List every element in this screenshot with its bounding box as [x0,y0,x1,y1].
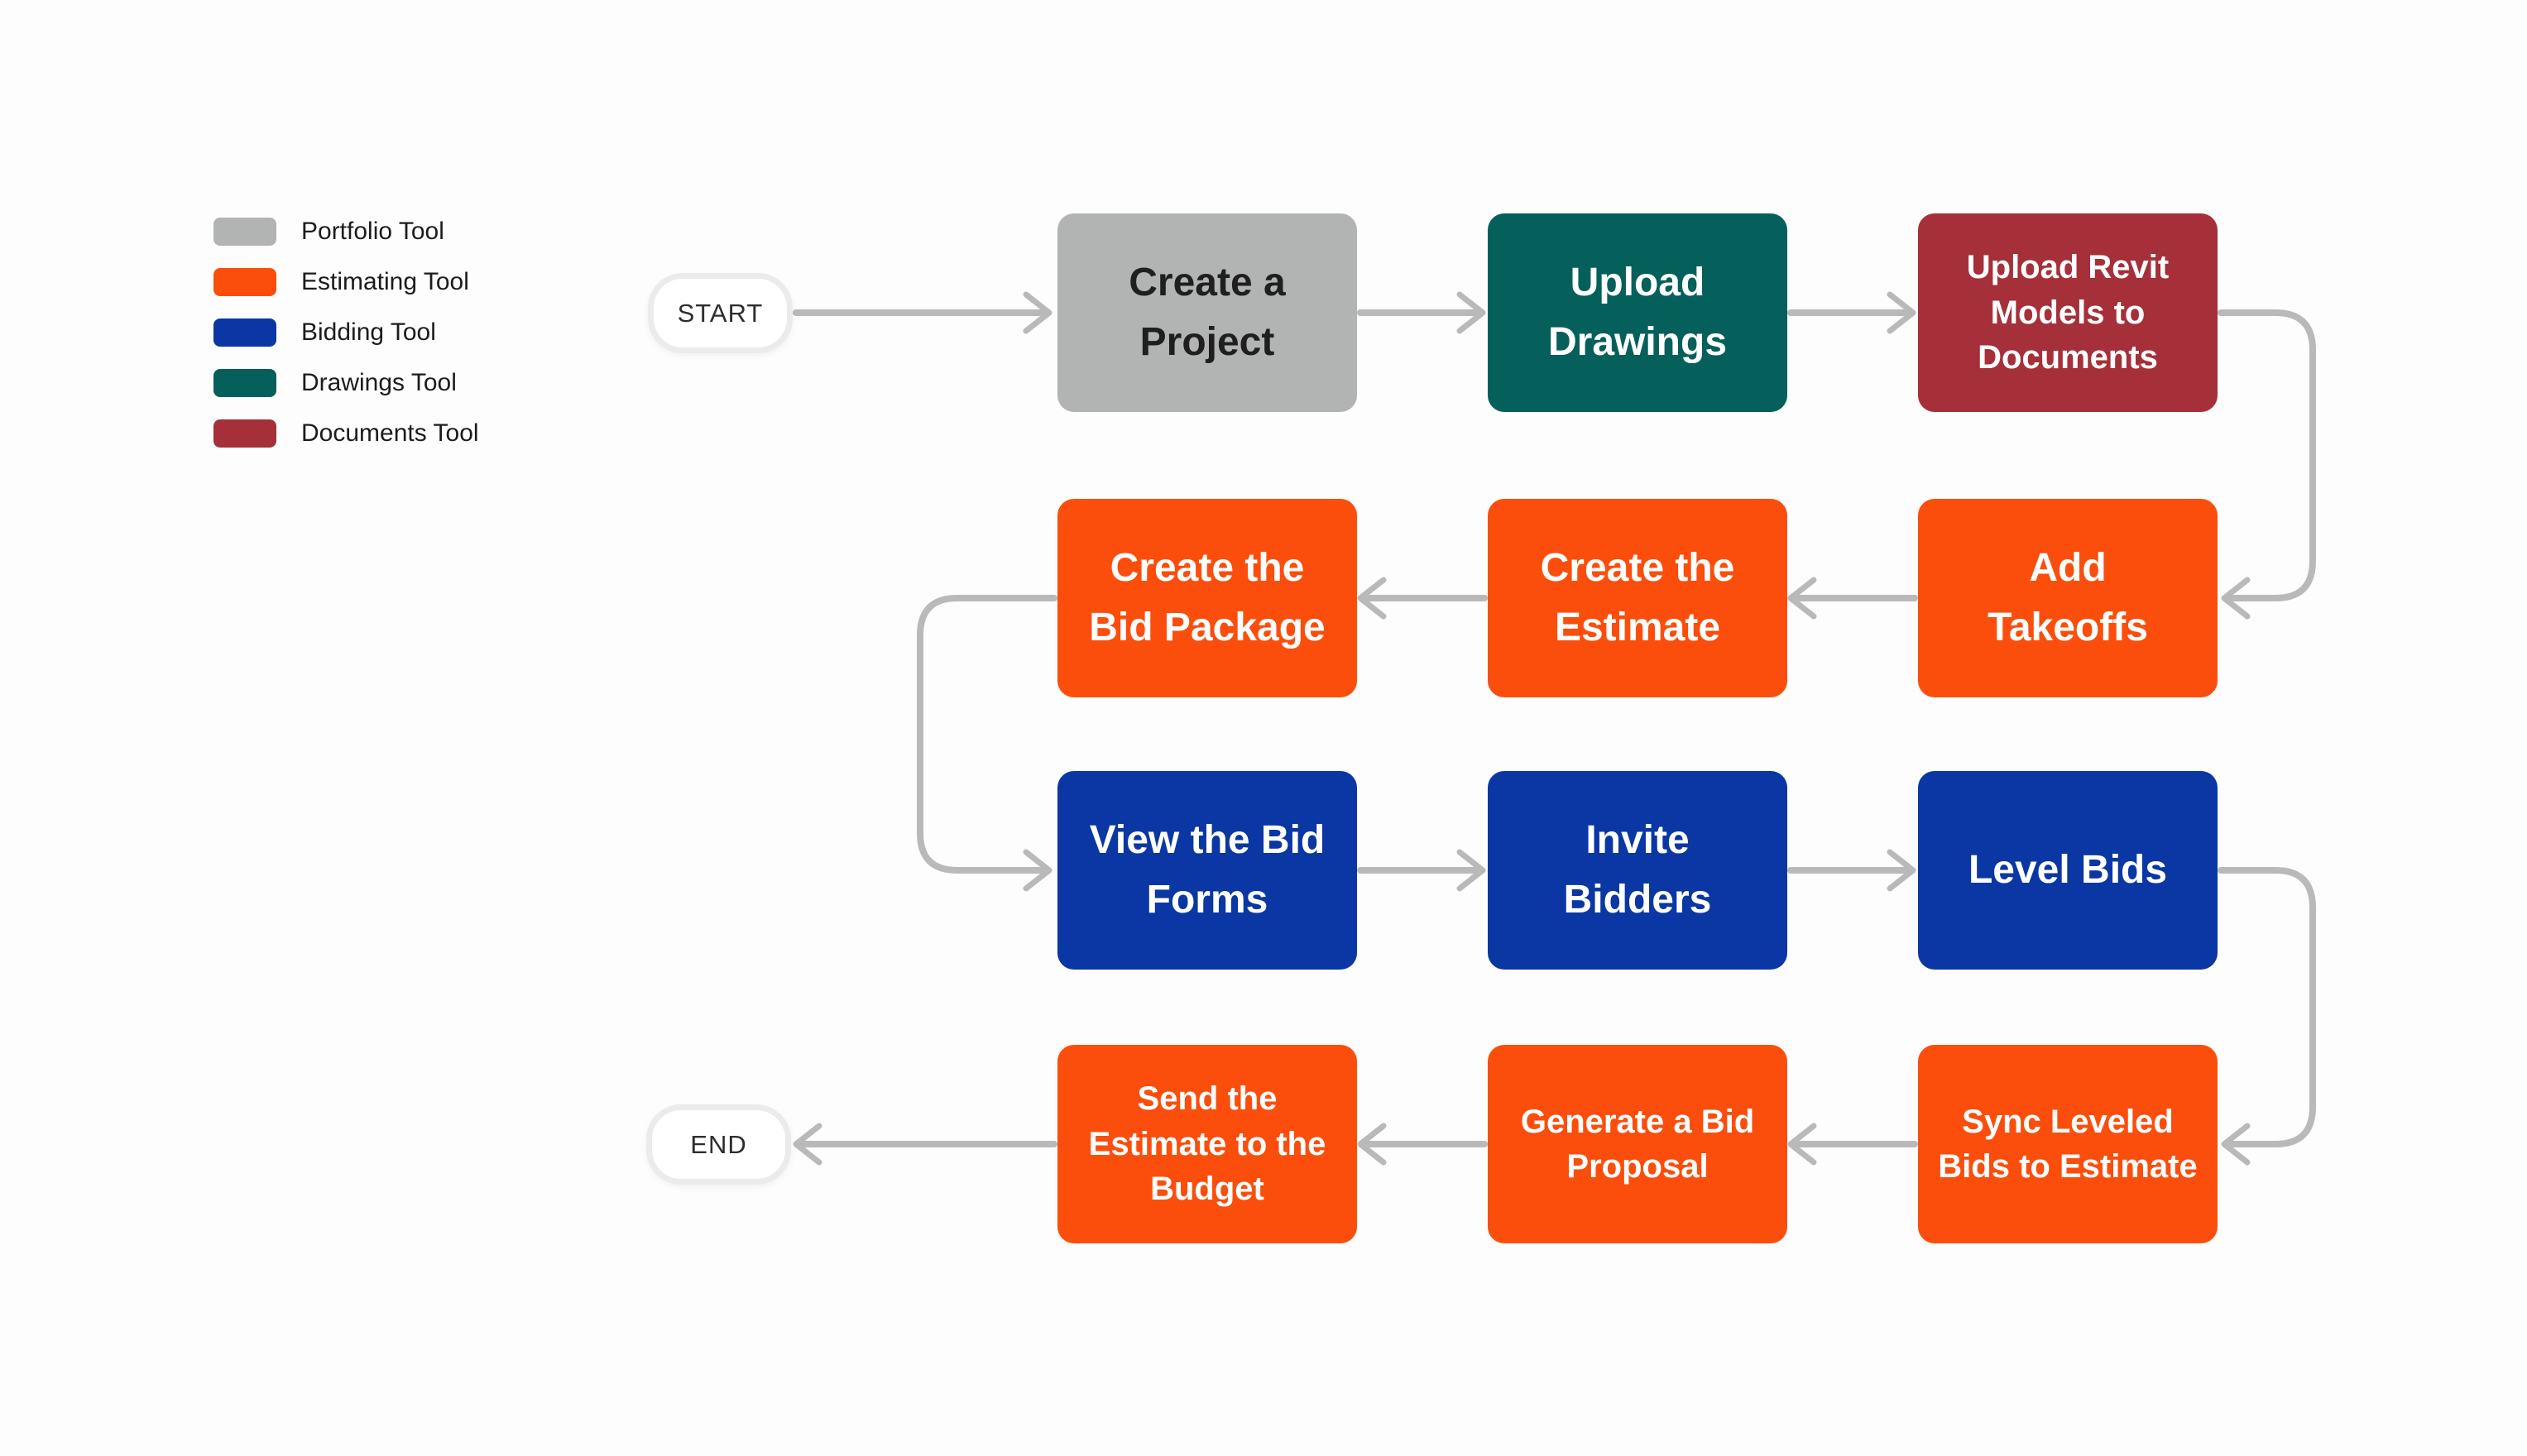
node-create-bid-package: Create the Bid Package [1057,499,1357,697]
arrow-upload-revit-to-add-takeoffs [2218,309,2316,620]
node-label: Invite Bidders [1563,818,1712,922]
node-upload-drawings: Upload Drawings [1488,213,1787,412]
legend-label: Portfolio Tool [301,218,444,245]
node-label: Add Takeoffs [1988,546,2148,649]
legend-item-bidding: Bidding Tool [213,318,479,347]
legend-item-estimating: Estimating Tool [213,268,479,296]
node-label: Create a Project [1129,261,1286,364]
node-label: Upload Drawings [1547,261,1728,364]
node-label: Upload Revit Models to Documents [1966,249,2170,376]
legend-label: Drawings Tool [301,369,457,396]
legend-item-documents: Documents Tool [213,419,479,448]
node-create-project: Create a Project [1057,213,1357,412]
node-level-bids: Level Bids [1918,771,2218,970]
node-send-estimate-budget: Send the Estimate to the Budget [1057,1045,1357,1243]
legend-label: Bidding Tool [301,318,436,346]
node-upload-revit-models: Upload Revit Models to Documents [1918,213,2218,412]
node-create-estimate: Create the Estimate [1488,499,1787,697]
portfolio-color-swatch [213,218,276,246]
node-label: Send the Estimate to the Budget [1088,1080,1326,1208]
legend-item-portfolio: Portfolio Tool [213,218,479,246]
node-label: Create the Bid Package [1089,546,1326,649]
start-terminal: START [648,273,793,353]
node-invite-bidders: Invite Bidders [1488,771,1787,970]
drawings-color-swatch [213,369,276,397]
legend: Portfolio Tool Estimating Tool Bidding T… [213,218,479,470]
arrow-create-bid-package-to-view-bid-forms [917,595,1057,892]
end-label: END [690,1129,747,1159]
node-label: Create the Estimate [1540,546,1735,649]
node-label: Sync Leveled Bids to Estimate [1938,1103,2198,1185]
estimating-color-swatch [213,268,276,296]
start-label: START [677,298,764,328]
end-terminal: END [646,1104,791,1185]
legend-item-drawings: Drawings Tool [213,369,479,397]
node-add-takeoffs: Add Takeoffs [1918,499,2218,697]
node-label: Level Bids [1968,848,2168,892]
node-sync-leveled-bids: Sync Leveled Bids to Estimate [1918,1045,2218,1243]
legend-label: Documents Tool [301,419,479,447]
bidding-color-swatch [213,318,276,347]
legend-label: Estimating Tool [301,268,469,295]
documents-color-swatch [213,419,276,448]
arrow-level-bids-to-sync-leveled [2218,867,2316,1166]
node-label: Generate a Bid Proposal [1520,1103,1755,1185]
node-label: View the Bid Forms [1089,818,1326,922]
node-view-bid-forms: View the Bid Forms [1057,771,1357,970]
node-generate-bid-proposal: Generate a Bid Proposal [1488,1045,1787,1243]
